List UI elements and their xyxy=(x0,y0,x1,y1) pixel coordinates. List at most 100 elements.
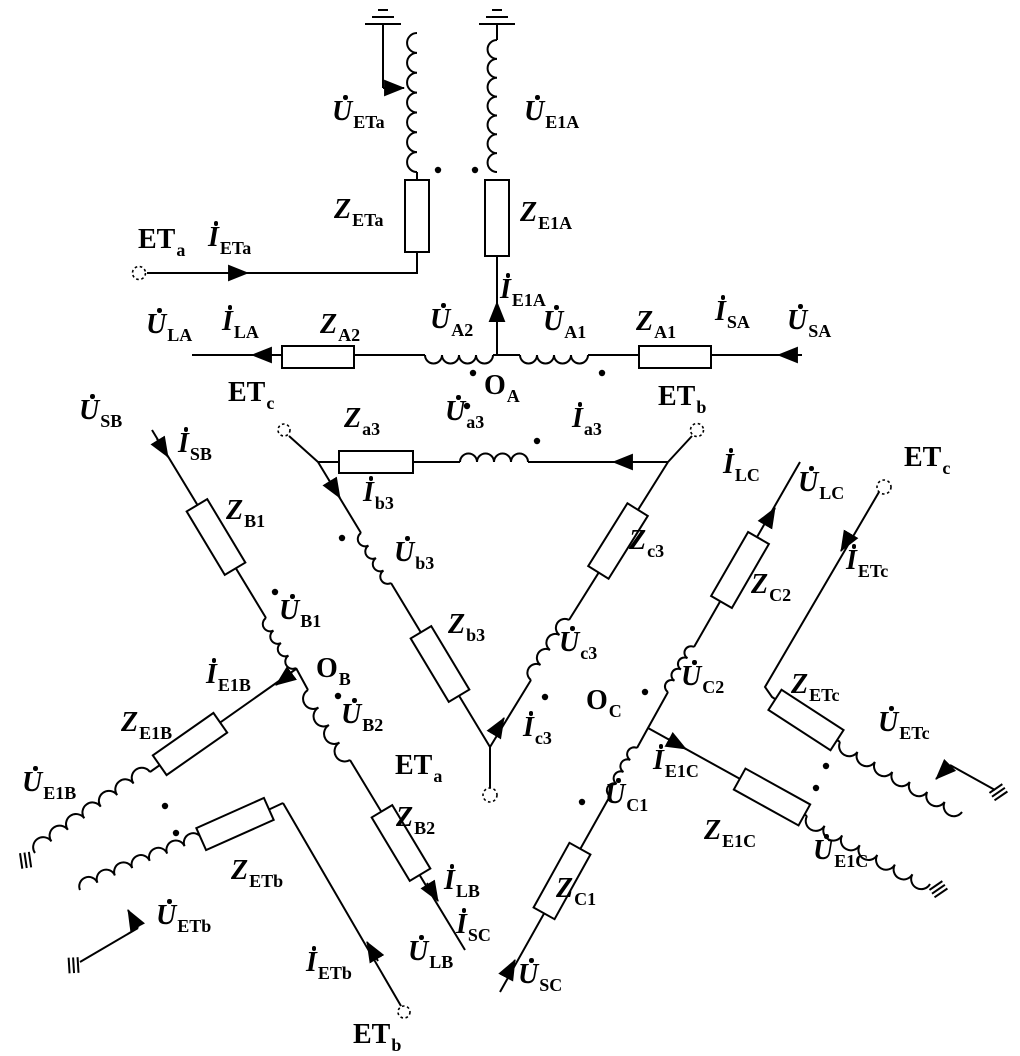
label-U-SA: USA xyxy=(787,304,832,341)
label-U-E1C: UE1C xyxy=(813,834,869,871)
label-U-B1: UB1 xyxy=(279,594,322,631)
terminals xyxy=(131,265,892,1019)
label-I-a3: Ia3 xyxy=(572,402,602,439)
impedance-ZB1 xyxy=(185,497,247,577)
arrow-UETc xyxy=(935,758,957,780)
label-Z-ETa: ZETa xyxy=(334,194,384,230)
label-U-A2: UA2 xyxy=(430,303,474,340)
winding-Ua3 xyxy=(459,452,529,463)
arrow-UETb xyxy=(127,909,146,932)
arrow-ISC xyxy=(498,959,516,982)
windings xyxy=(32,32,963,891)
label-I-c3: Ic3 xyxy=(523,711,552,748)
arrow-IE1C xyxy=(664,731,687,750)
earth-ground-icon xyxy=(365,9,401,25)
impedance-ZB2 xyxy=(370,803,432,883)
impedance-ZA1 xyxy=(638,345,712,369)
label-U-c3: Uc3 xyxy=(559,626,598,663)
label-Z-E1A: ZE1A xyxy=(520,197,573,233)
winding-Ub3 xyxy=(356,532,392,585)
label-ET-b-bottom: ETb xyxy=(353,1019,402,1055)
winding-UE1C xyxy=(804,815,931,891)
winding-UETc xyxy=(838,741,963,818)
ground-symbols xyxy=(19,9,1008,974)
label-Z-E1C: ZE1C xyxy=(704,815,757,851)
impedance-ZETb xyxy=(194,796,276,852)
label-Z-A2: ZA2 xyxy=(320,309,361,345)
label-I-LA: ILA xyxy=(222,305,259,342)
label-I-E1B: IE1B xyxy=(206,658,251,695)
hatch-ground-icon xyxy=(928,880,948,899)
winding-UA1 xyxy=(519,354,589,365)
label-Z-a3: Za3 xyxy=(344,403,381,439)
winding-UC1 xyxy=(605,746,638,797)
label-U-C2: UC2 xyxy=(681,660,725,697)
label-I-LB: ILB xyxy=(444,864,480,901)
arrow-IETc xyxy=(840,529,859,552)
label-I-b3: Ib3 xyxy=(363,476,394,513)
impedance-ZE1B xyxy=(151,711,229,777)
winding-UB1 xyxy=(261,617,297,670)
label-I-SA: ISA xyxy=(715,295,750,332)
label-U-LC: ULC xyxy=(798,466,845,503)
label-Z-E1B: ZE1B xyxy=(121,707,173,743)
label-Z-ETb: ZETb xyxy=(231,855,284,891)
label-I-LC: ILC xyxy=(723,448,760,485)
arrow-IE1B xyxy=(275,666,297,686)
label-U-E1B: UE1B xyxy=(22,766,77,803)
arrow-IETb xyxy=(366,941,385,964)
label-Z-B1: ZB1 xyxy=(226,495,266,531)
label-ET-c-delta: ETc xyxy=(228,377,275,413)
terminal-ETa-delta xyxy=(482,787,498,803)
label-U-E1A: UE1A xyxy=(524,95,580,132)
impedance-boxes xyxy=(151,179,845,921)
impedance-ZA2 xyxy=(281,345,355,369)
label-U-b3: Ub3 xyxy=(394,536,435,573)
label-Z-B2: ZB2 xyxy=(396,802,436,838)
label-U-SC: USC xyxy=(518,958,563,995)
label-O-B: OB xyxy=(316,653,351,689)
earth-ground-icon xyxy=(479,9,515,25)
impedance-Za3 xyxy=(338,450,414,474)
hatch-ground-icon xyxy=(67,957,80,974)
winding-UETa xyxy=(406,32,418,174)
label-Z-C2: ZC2 xyxy=(751,569,792,605)
arrows xyxy=(127,79,957,982)
arrow-ISB xyxy=(150,435,169,458)
label-I-ETa: IETa xyxy=(208,221,252,258)
impedance-ZC1 xyxy=(532,841,592,921)
label-U-ETa: UETa xyxy=(332,95,385,132)
label-U-ETb: UETb xyxy=(156,899,212,936)
label-Z-c3: Zc3 xyxy=(629,525,665,561)
winding-UE1B xyxy=(32,766,151,854)
label-U-LB: ULB xyxy=(408,935,454,972)
hatch-ground-icon xyxy=(988,783,1008,802)
label-I-ETc: IETc xyxy=(846,544,889,581)
terminal-ETb-delta xyxy=(689,422,705,438)
impedance-ZETa xyxy=(404,179,430,253)
label-U-LA: ULA xyxy=(146,308,193,345)
label-U-ETc: UETc xyxy=(878,706,930,743)
winding-UE1A xyxy=(486,39,498,174)
impedance-ZETc xyxy=(767,688,845,752)
label-U-a3: Ua3 xyxy=(445,395,485,432)
label-U-C1: UC1 xyxy=(605,778,649,815)
impedance-Zc3 xyxy=(586,501,650,581)
polarity-dots xyxy=(161,166,830,837)
label-U-SB: USB xyxy=(79,394,123,431)
label-I-E1C: IE1C xyxy=(653,744,699,781)
label-ET-b-top: ETb xyxy=(658,381,707,417)
impedance-Zb3 xyxy=(409,624,471,704)
impedance-ZE1A xyxy=(484,179,510,257)
winding-UC2 xyxy=(663,645,695,693)
hatch-ground-icon xyxy=(19,851,33,869)
label-I-SC: ISC xyxy=(456,908,491,945)
label-Z-ETc: ZETc xyxy=(791,669,840,705)
label-ET-a-left: ETa xyxy=(138,224,186,260)
winding-UB2 xyxy=(302,689,351,763)
label-I-E1A: IE1A xyxy=(500,273,546,310)
winding-UETb xyxy=(78,832,203,891)
label-I-ETb: IETb xyxy=(306,946,352,983)
arrow-Ib3 xyxy=(322,476,341,499)
